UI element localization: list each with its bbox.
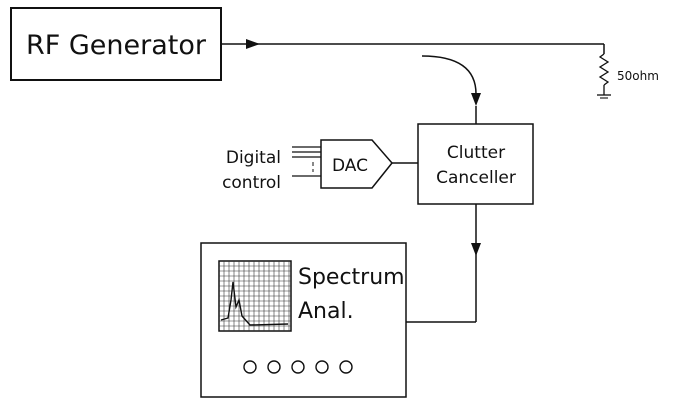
analyzer-screen-grid <box>219 261 291 331</box>
rf-generator-block: RF Generator <box>10 7 222 81</box>
dac-box <box>320 139 393 189</box>
clutter-canceller-block: Clutter Canceller <box>417 123 534 205</box>
termination-resistor: 50ohm <box>597 53 659 99</box>
analyzer-knob-icon <box>243 360 257 374</box>
digital-control-label-1: Digital <box>226 148 281 168</box>
analyzer-knob-icon <box>267 360 281 374</box>
spectrum-analyzer-box <box>200 242 407 398</box>
rf-direction-arrow <box>246 39 260 49</box>
canceller-output-path <box>406 204 481 323</box>
dac-label: DAC <box>332 156 368 176</box>
resistor-icon <box>598 53 610 86</box>
canceller-output-arrow <box>471 243 481 256</box>
spectrum-label-1: Spectrum <box>298 265 405 290</box>
clutter-canceller-box <box>417 123 534 205</box>
dac-block: DAC Digital control <box>222 139 418 193</box>
analyzer-knob-icon <box>339 360 353 374</box>
spectrum-trace-icon <box>220 281 289 326</box>
clutter-canceller-label-2: Canceller <box>436 168 516 188</box>
termination-label: 50ohm <box>617 69 659 83</box>
coupler-arrow <box>471 93 481 106</box>
analyzer-knob-icon <box>291 360 305 374</box>
rf-generator-label: RF Generator <box>26 30 207 61</box>
coupler-path <box>421 55 481 124</box>
analyzer-knobs <box>243 360 353 374</box>
clutter-canceller-label-1: Clutter <box>447 143 505 163</box>
coupler-curve <box>421 55 477 95</box>
spectrum-label-2: Anal. <box>298 299 354 324</box>
rf-output-line <box>221 39 605 54</box>
spectrum-analyzer-block: Spectrum Anal. <box>200 242 407 398</box>
analyzer-knob-icon <box>315 360 329 374</box>
digital-control-label-2: control <box>222 173 281 193</box>
